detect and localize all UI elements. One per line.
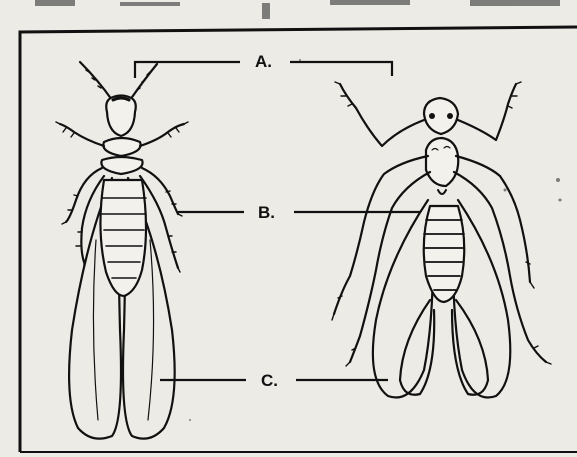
label-a: A. [255, 52, 272, 71]
label-b: B. [258, 203, 275, 222]
ant-thorax [426, 138, 458, 186]
label-c: C. [261, 371, 278, 390]
